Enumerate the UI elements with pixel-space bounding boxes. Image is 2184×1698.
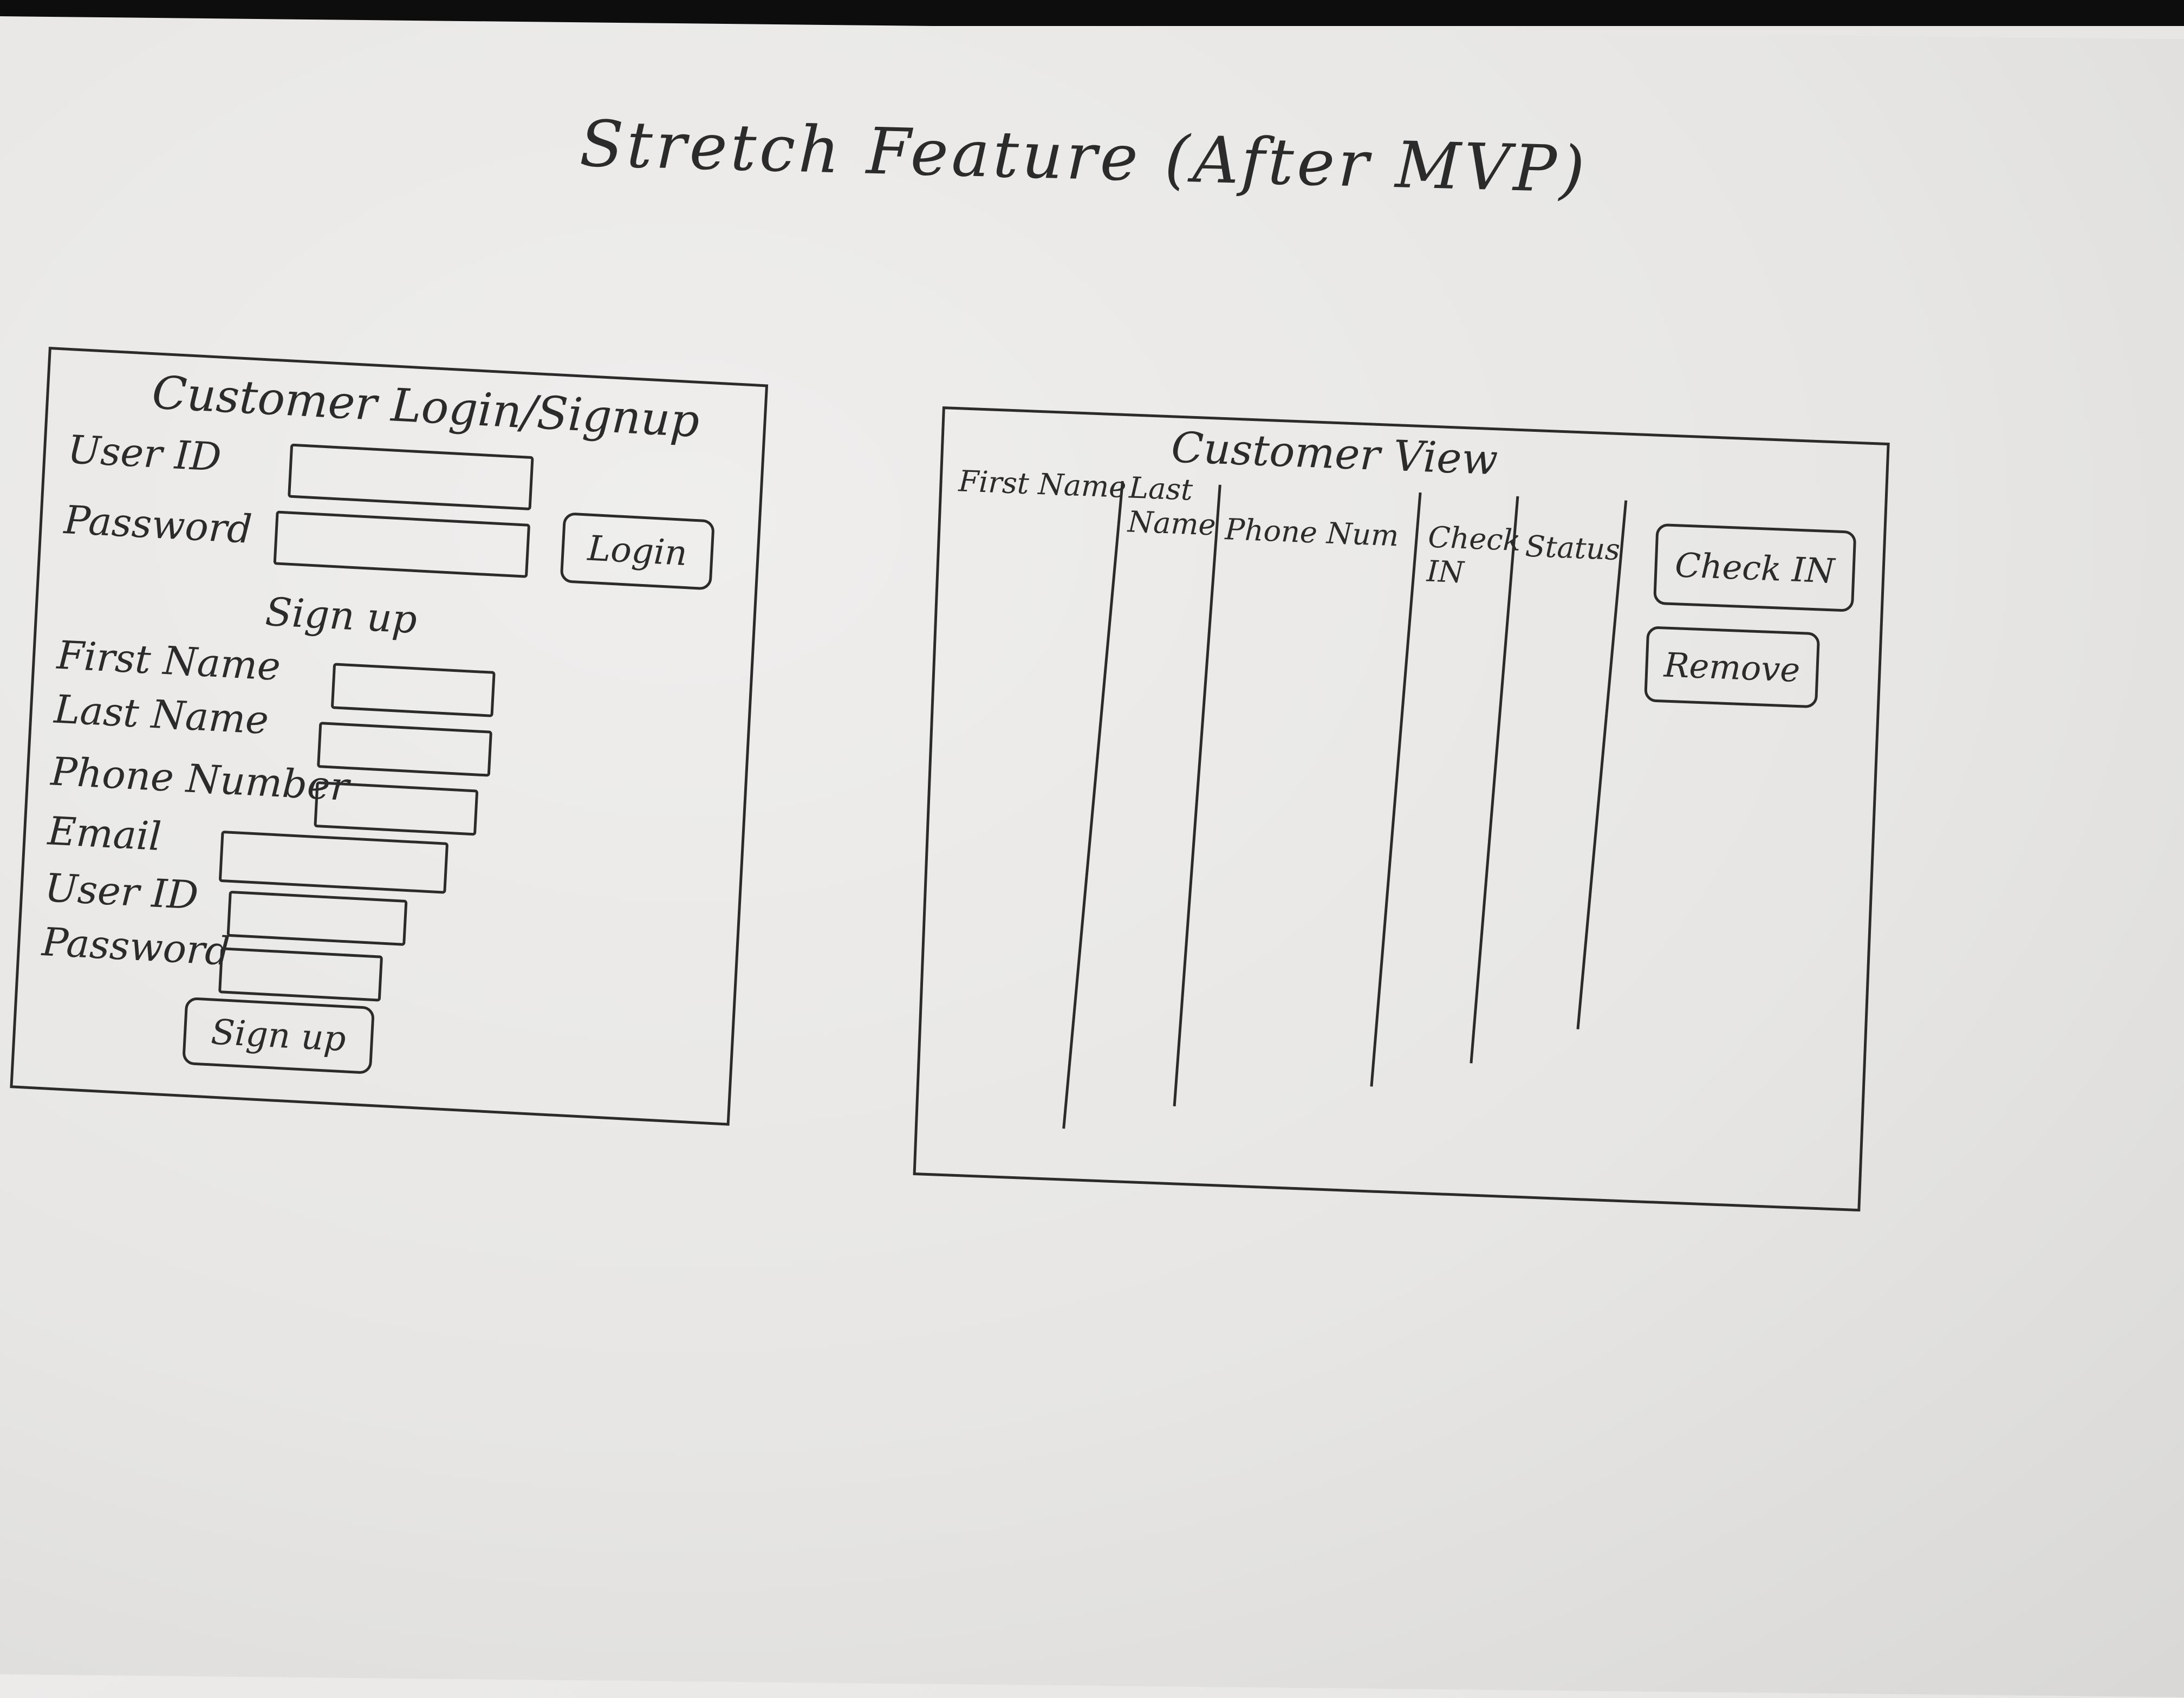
signup-button[interactable]: Sign up — [182, 996, 375, 1075]
password-label: Password — [63, 496, 253, 553]
phone-number-label: Phone Number — [49, 748, 350, 810]
column-header-last-name: Last Name — [1127, 470, 1217, 542]
column-divider — [1173, 484, 1221, 1106]
password-input[interactable] — [273, 510, 531, 578]
user-id-input[interactable] — [288, 443, 534, 511]
login-panel-heading: Customer Login/Signup — [151, 366, 701, 448]
column-divider — [1062, 481, 1124, 1129]
customer-view-panel: Customer View First Name Last Name Phone… — [913, 406, 1890, 1212]
customer-view-heading: Customer View — [1170, 423, 1499, 485]
column-header-check-in: Check IN — [1426, 520, 1522, 590]
signup-password-label: Password — [41, 918, 231, 974]
signup-heading: Sign up — [264, 588, 418, 643]
email-input[interactable] — [218, 830, 449, 894]
column-header-phone-num: Phone Num — [1224, 512, 1400, 553]
column-header-first-name: First Name — [958, 464, 1127, 505]
signup-user-id-input[interactable] — [226, 890, 408, 946]
first-name-input[interactable] — [330, 663, 496, 717]
column-divider — [1576, 500, 1628, 1029]
first-name-label: First Name — [56, 632, 282, 690]
last-name-label: Last Name — [53, 686, 270, 743]
phone-number-input[interactable] — [314, 781, 479, 836]
login-button[interactable]: Login — [560, 512, 715, 591]
signup-password-input[interactable] — [218, 947, 384, 1002]
column-header-status: Status — [1524, 529, 1621, 567]
remove-button[interactable]: Remove — [1644, 626, 1821, 709]
user-id-label: User ID — [66, 426, 223, 480]
email-label: Email — [47, 808, 162, 860]
column-divider — [1370, 492, 1422, 1087]
check-in-button[interactable]: Check IN — [1653, 523, 1857, 612]
login-signup-panel: Customer Login/Signup User ID Password L… — [10, 347, 769, 1126]
signup-user-id-label: User ID — [43, 865, 200, 918]
